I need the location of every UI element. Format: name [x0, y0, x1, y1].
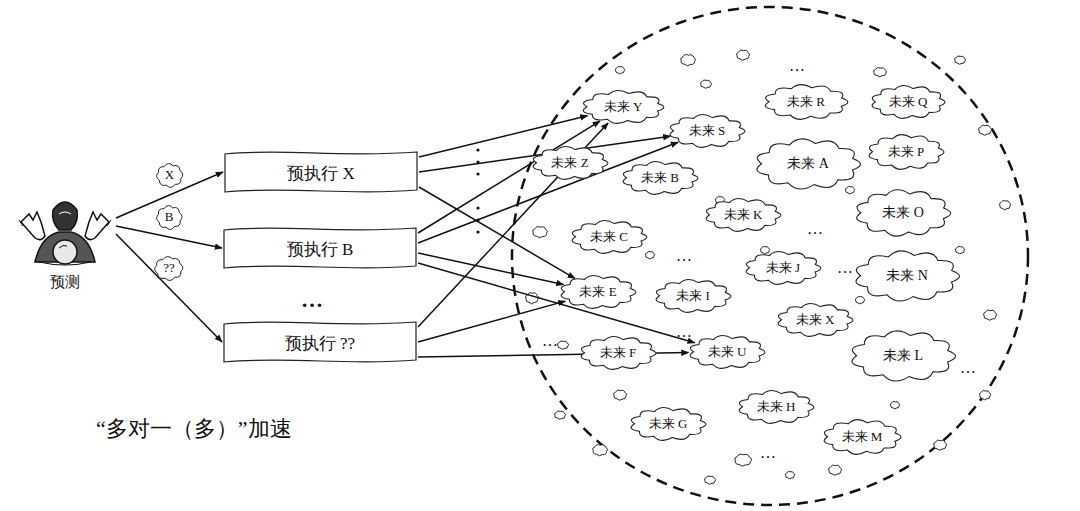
node-text: 未来 P — [888, 143, 924, 161]
future-cloud: 未来 U — [686, 333, 768, 371]
ellipsis-mark: … — [301, 287, 323, 313]
future-cloud: 未来 N — [851, 248, 963, 304]
arrow-connector — [418, 263, 695, 343]
small-cloud — [979, 390, 990, 399]
small-cloud — [979, 125, 992, 135]
node-text: 未来 R — [787, 93, 825, 111]
future-cloud: 未来 A — [752, 136, 864, 192]
future-cloud: 未来 S — [666, 112, 748, 150]
node-text: 未来 M — [842, 428, 883, 446]
pre-execution-box: 预执行 X — [223, 149, 419, 195]
future-cloud: 未来 O — [852, 187, 954, 239]
ellipsis-mark: … — [789, 57, 805, 75]
node-text: 未来 I — [676, 287, 710, 305]
small-cloud — [557, 341, 568, 349]
predictor-figure: 预测 — [10, 192, 120, 292]
node-text: 未来 Q — [889, 93, 928, 111]
future-cloud: 未来 P — [865, 132, 947, 172]
node-text: 未来 O — [882, 204, 924, 222]
arrow-connector — [116, 234, 222, 342]
node-text: 预执行 X — [287, 162, 355, 185]
node-text: 未来 E — [579, 283, 616, 301]
arrow-connector — [419, 187, 575, 278]
future-cloud: 未来 R — [761, 82, 851, 122]
ellipsis-mark: … — [837, 259, 853, 277]
node-text: 未来 K — [724, 206, 763, 224]
node-text: 未来 C — [590, 228, 628, 246]
small-cloud — [554, 411, 565, 419]
caption: “多对一（多）”加速 — [96, 414, 292, 444]
small-cloud — [954, 56, 965, 64]
node-text: 未来 Y — [604, 98, 643, 116]
small-cloud — [681, 55, 696, 66]
future-cloud: 未来 G — [627, 405, 709, 443]
ellipsis-mark: … — [542, 332, 558, 350]
small-cloud — [874, 67, 887, 76]
edge-label-cloud: B — [154, 203, 185, 232]
future-cloud: 未来 E — [557, 273, 639, 311]
future-cloud: 未来 Q — [868, 83, 948, 121]
small-cloud — [890, 401, 899, 408]
edge-label: ?? — [163, 260, 175, 276]
edge-label: X — [165, 167, 174, 183]
small-cloud — [615, 66, 624, 73]
future-cloud: 未来 X — [774, 301, 856, 339]
node-text: 预执行 ?? — [285, 332, 355, 355]
node-text: 未来 N — [886, 267, 928, 285]
small-cloud — [645, 251, 654, 258]
future-cloud: 未来 J — [742, 249, 824, 287]
future-cloud: 未来 B — [619, 159, 701, 197]
edge-label-cloud: X — [154, 161, 185, 190]
node-text: 未来 G — [649, 415, 688, 433]
node-text: 未来 S — [689, 122, 725, 140]
small-cloud — [829, 465, 842, 475]
pre-execution-box: 预执行 B — [222, 225, 418, 271]
future-cloud: 未来 L — [847, 328, 959, 384]
pre-execution-box: 预执行 ?? — [222, 319, 418, 365]
node-text: 未来 H — [757, 398, 796, 416]
node-text: 未来 U — [708, 343, 747, 361]
small-cloud — [984, 310, 997, 320]
ellipsis-mark: … — [807, 220, 823, 238]
small-cloud — [533, 227, 548, 238]
future-cloud: 未来 Y — [579, 88, 667, 126]
small-cloud — [934, 440, 947, 450]
future-cloud: 未来 M — [820, 417, 904, 457]
ellipsis-mark: … — [960, 359, 976, 377]
future-space-boundary — [512, 7, 1028, 505]
small-cloud — [785, 471, 794, 478]
small-cloud — [855, 296, 864, 303]
future-cloud: 未来 Z — [529, 144, 611, 182]
ellipsis-mark: … — [676, 323, 692, 341]
small-cloud — [955, 246, 964, 253]
small-cloud — [760, 246, 769, 253]
small-cloud — [704, 476, 715, 484]
future-cloud: 未来 C — [568, 218, 650, 256]
small-cloud — [614, 390, 627, 400]
node-text: 未来 L — [883, 347, 923, 365]
edge-label-cloud: ?? — [152, 254, 186, 283]
node-text: 未来 F — [600, 344, 636, 362]
small-cloud — [700, 80, 711, 88]
small-cloud — [593, 445, 608, 456]
node-text: 预测 — [50, 273, 80, 292]
ellipsis-mark: … — [676, 247, 692, 265]
future-cloud: 未来 K — [702, 196, 784, 234]
future-cloud: 未来 I — [652, 277, 734, 315]
small-cloud — [999, 200, 1010, 209]
node-text: 未来 X — [796, 311, 835, 329]
future-cloud: 未来 H — [735, 388, 817, 426]
node-text: 未来 J — [766, 259, 800, 277]
future-cloud: 未来 F — [577, 334, 659, 372]
node-text: 未来 B — [641, 169, 679, 187]
node-text: 预执行 B — [287, 238, 354, 261]
small-cloud — [737, 50, 750, 60]
ellipsis-mark: … — [760, 444, 776, 462]
node-text: 未来 Z — [551, 154, 588, 172]
small-cloud — [735, 454, 752, 466]
node-text: 未来 A — [787, 155, 829, 173]
small-cloud — [845, 186, 854, 193]
edge-label: B — [165, 209, 174, 225]
